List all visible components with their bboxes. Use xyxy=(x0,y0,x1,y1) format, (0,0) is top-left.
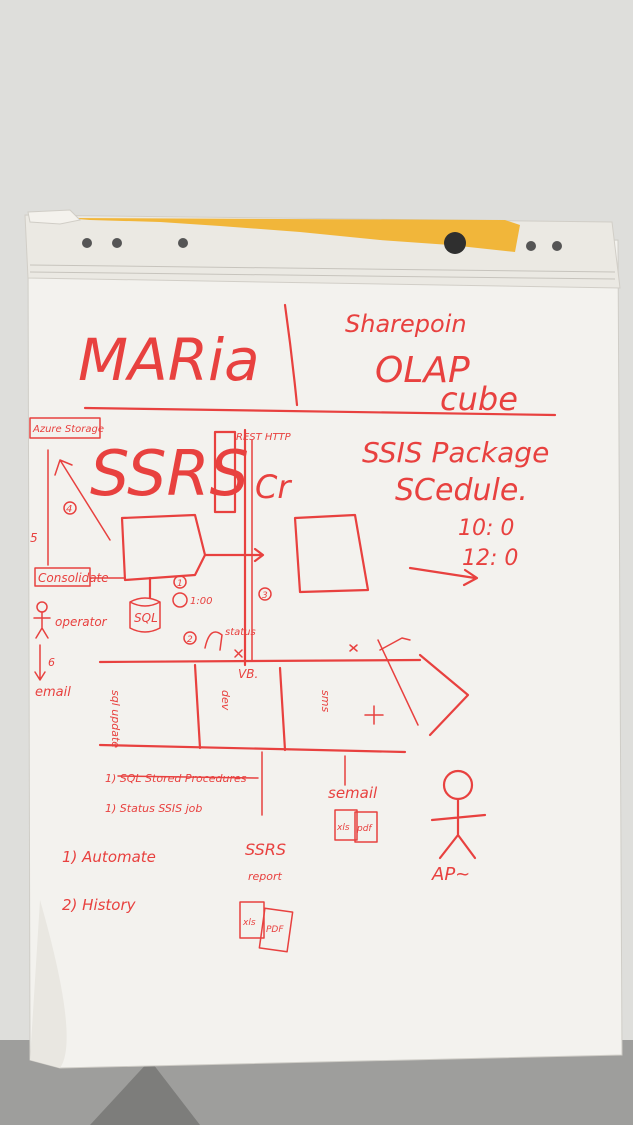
ssrs-bracket xyxy=(213,430,237,514)
step-3: 3 xyxy=(262,591,268,601)
crystal-box xyxy=(293,513,370,594)
consolidate-box xyxy=(34,567,91,587)
pdf-doc-b xyxy=(258,907,294,953)
list-item-4: 2) History xyxy=(62,896,137,914)
semail-label: semail xyxy=(328,784,378,802)
binding-hole-1 xyxy=(82,238,92,248)
xls-b-label: xls xyxy=(242,918,256,928)
table-col-line-2 xyxy=(278,666,287,752)
step-2-label: status xyxy=(225,627,256,638)
operator-arrow xyxy=(34,644,46,681)
title-divider-horizontal xyxy=(83,406,557,417)
sql-cylinder xyxy=(129,597,161,633)
list-item-1: 1) SQL Stored Procedures xyxy=(105,772,247,785)
cube-label: cube xyxy=(440,380,518,418)
yellow-tape xyxy=(65,218,520,252)
binding-magnet xyxy=(444,232,466,254)
x-mark-top xyxy=(349,644,358,652)
time-2: 12: 0 xyxy=(462,546,518,571)
x-mark-mid xyxy=(234,649,243,658)
easel-shadow xyxy=(90,1060,200,1125)
operator-label: operator xyxy=(55,615,108,629)
left-title: MARia xyxy=(78,326,260,394)
pdf-doc-a xyxy=(354,811,378,843)
torn-paper-edge xyxy=(27,209,82,225)
binding-hole-5 xyxy=(552,241,562,251)
paper-shadow-fold xyxy=(30,900,67,1068)
table-col-2: dev xyxy=(219,690,232,711)
page-edge-line-1 xyxy=(29,264,616,273)
xls-doc-a xyxy=(334,809,358,841)
page-edge-line-2 xyxy=(29,271,616,280)
ap-label: AP~ xyxy=(431,864,470,885)
time-1: 10: 0 xyxy=(458,516,514,541)
step-5: 5 xyxy=(30,531,38,545)
step-1: 1 xyxy=(177,579,183,589)
ap-figure-body xyxy=(430,797,487,860)
azure-storage-label: Azure Storage xyxy=(32,424,104,435)
ssrs-report-2: report xyxy=(248,870,283,883)
list-item-3: 1) Automate xyxy=(62,848,156,866)
table-plus-mark xyxy=(364,705,384,725)
list-item-1-strike xyxy=(117,775,259,779)
email-left: email xyxy=(35,685,71,700)
title-divider-vertical xyxy=(283,303,299,407)
step-4: 4 xyxy=(66,504,72,515)
table-bottom-line xyxy=(98,743,407,754)
consolidate-label: Consolidate xyxy=(38,571,109,585)
status-loop xyxy=(204,631,223,651)
ssis-package-label: SSIS Package xyxy=(362,436,549,469)
step-6: 6 xyxy=(48,656,55,669)
sql-label: SQL xyxy=(134,611,158,625)
step-1-label: 1:00 xyxy=(190,596,212,607)
table-arrow-head xyxy=(418,653,470,737)
step-4-circle xyxy=(63,501,77,515)
pdf-a-label: pdf xyxy=(356,824,373,834)
table-diagonal-arrow xyxy=(377,637,419,726)
step-1-circle xyxy=(173,575,187,589)
step-3-circle xyxy=(258,587,272,601)
ssrs-server-box xyxy=(120,513,207,582)
schedule-arrow xyxy=(408,566,479,587)
step-2-circle xyxy=(183,631,197,645)
ssrs-label: SSRS xyxy=(90,437,249,510)
table-col-1: sql update xyxy=(109,690,122,748)
azure-arrow xyxy=(54,459,111,541)
table-top-line xyxy=(98,658,422,664)
azure-storage-box xyxy=(29,417,101,439)
binding-hole-4 xyxy=(526,241,536,251)
binding-hole-3 xyxy=(178,238,188,248)
olap-label: OLAP xyxy=(375,350,470,391)
schedule-label: SCedule. xyxy=(395,473,528,508)
table-col-3: sms xyxy=(319,690,332,712)
rest-http-label: REST HTTP xyxy=(236,432,292,443)
sharepoint-label: Sharepoin xyxy=(345,310,467,338)
xls-a-label: xls xyxy=(336,823,350,833)
binding-hole-2 xyxy=(112,238,122,248)
operator-figure xyxy=(33,611,51,639)
table-col-line-1 xyxy=(193,663,202,750)
list-item-2: 1) Status SSIS job xyxy=(105,802,202,815)
step-1b-circle xyxy=(172,592,188,608)
ssrs-suffix: Cr xyxy=(255,468,292,506)
ssrs-report-1: SSRS xyxy=(245,840,286,859)
vb-label: VB. xyxy=(238,667,258,681)
step-2: 2 xyxy=(187,635,193,645)
pdf-b-label: PDF xyxy=(266,925,284,935)
